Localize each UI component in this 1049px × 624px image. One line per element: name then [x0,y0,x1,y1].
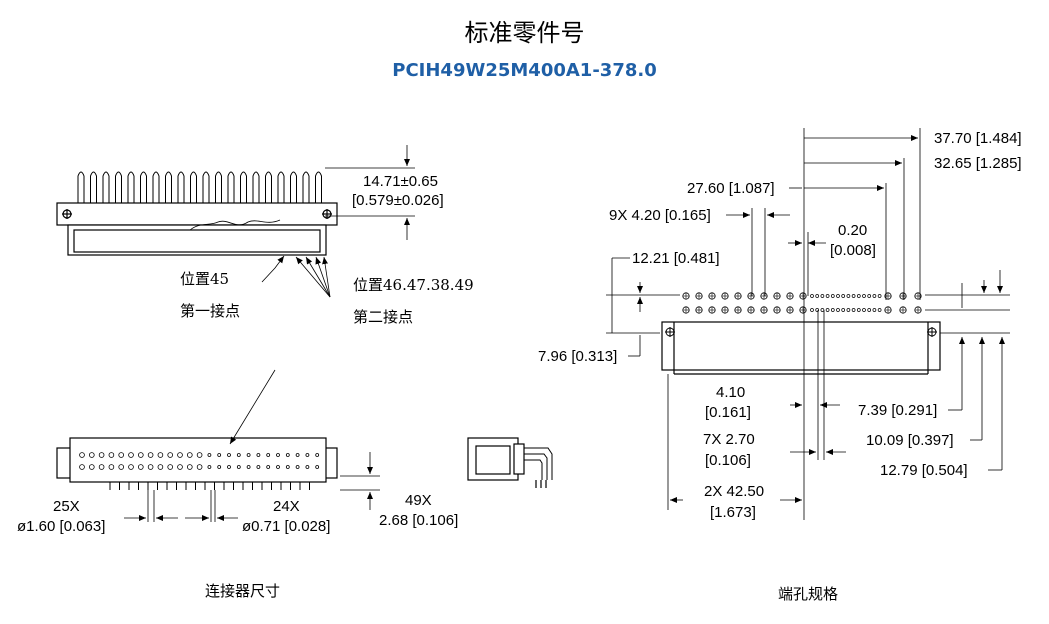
front-view [56,369,380,522]
hole-pattern [606,128,1010,520]
dim-0-20-inch: [0.008] [830,242,876,259]
dim-7-96: 7.96 [0.313] [538,348,618,365]
dim-2x-42-50: 2X 42.50 [704,483,765,500]
dim-9x-4-20: 9X 4.20 [0.165] [609,207,711,224]
dim-0-20: 0.20 [838,222,868,239]
count-49-label: 49X [405,492,432,509]
position-45-label: 位置45 [180,270,230,288]
side-view [56,145,415,298]
diameter-25-label: ø1.60 [0.063] [17,518,106,535]
dim-10-09: 10.09 [0.397] [866,432,954,449]
part-number: PCIH49W25M400A1-378.0 [392,60,657,81]
diameter-24-label: ø0.71 [0.028] [242,518,331,535]
length-49-label: 2.68 [0.106] [379,512,459,529]
positions-label: 位置46.47.38.49 [353,276,474,294]
dim-27-60: 27.60 [1.087] [687,180,775,197]
height-dimension-inch: [0.579±0.026] [352,192,444,209]
hole-spec-caption: 端孔规格 [778,585,839,603]
dim-2x-42-50-inch: [1.673] [710,504,756,521]
second-contact-label: 第二接点 [353,308,414,326]
height-dimension-mm: 14.71±0.65 [363,173,438,190]
dim-12-79: 12.79 [0.504] [880,462,968,479]
dim-4-10: 4.10 [716,384,746,401]
page-title: 标准零件号 [464,19,585,47]
dim-7-39: 7.39 [0.291] [858,402,938,419]
dim-4-10-inch: [0.161] [705,404,751,421]
count-25-label: 25X [53,498,80,515]
first-contact-label: 第一接点 [180,302,241,320]
dim-32-65: 32.65 [1.285] [934,155,1022,172]
dim-12-21: 12.21 [0.481] [632,250,720,267]
count-24-label: 24X [273,498,300,515]
end-view [467,437,553,488]
dim-7x-2-70-inch: [0.106] [705,452,751,469]
dim-7x-2-70: 7X 2.70 [703,431,755,448]
dim-37-70: 37.70 [1.484] [934,130,1022,147]
connector-dimensions-caption: 连接器尺寸 [205,582,281,600]
